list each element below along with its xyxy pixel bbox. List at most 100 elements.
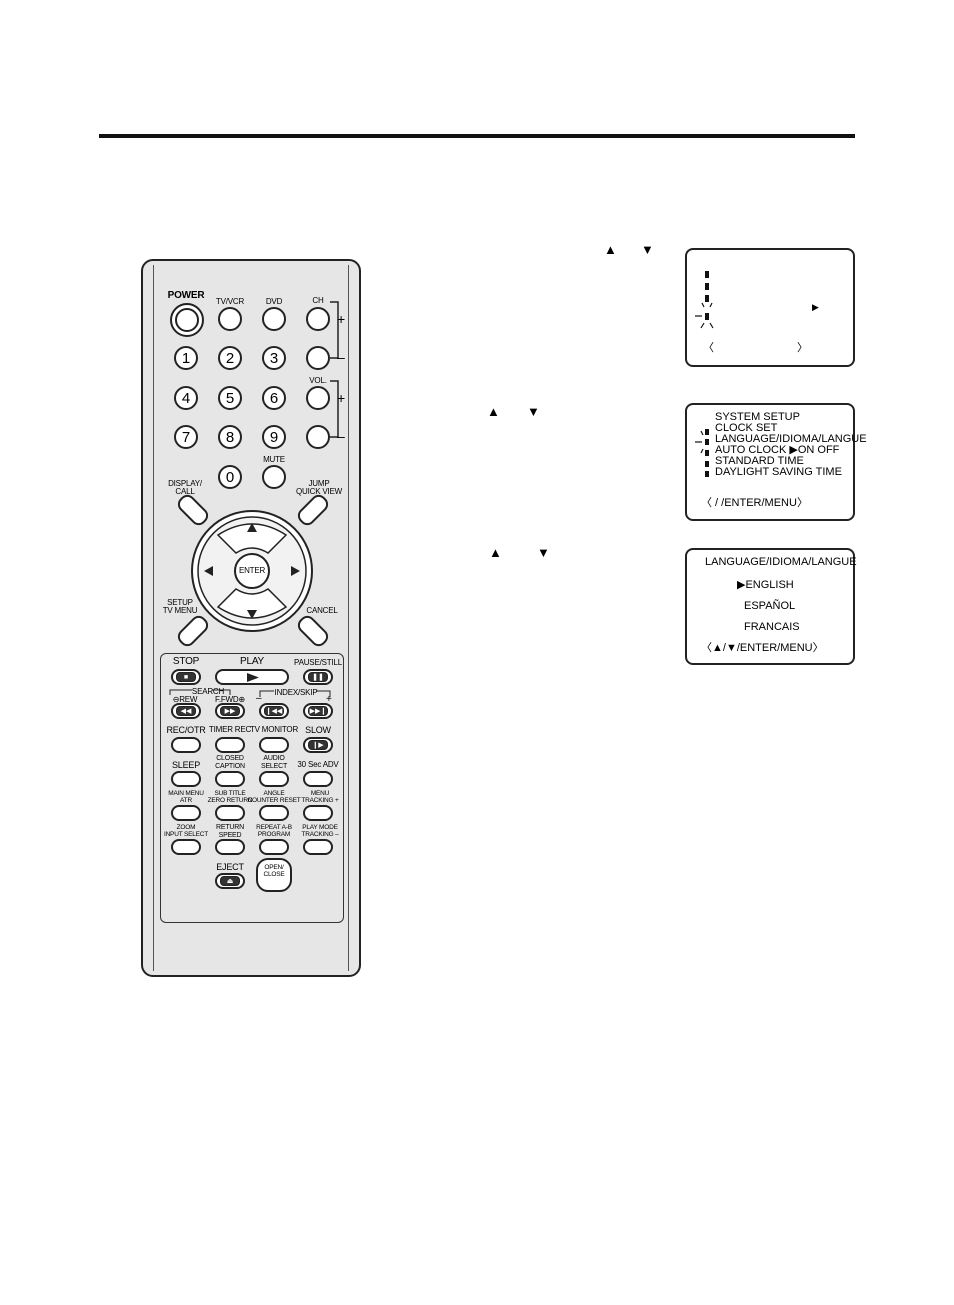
svg-text:+: + (326, 694, 332, 703)
display-call-label: DISPLAY/ CALL (168, 479, 202, 496)
screen2-item-clock-set: CLOCK SET (715, 422, 778, 434)
play-icon (247, 673, 259, 682)
digit-7-button[interactable]: 7 (174, 425, 198, 449)
mute-label: MUTE (263, 455, 285, 464)
mute-button[interactable] (262, 465, 286, 489)
dvd-button[interactable] (262, 307, 286, 331)
vol-up-button[interactable] (306, 386, 330, 410)
ch-label: CH (312, 296, 324, 305)
tv-vcr-button[interactable] (218, 307, 242, 331)
sub-title-label: SUB TITLE ZERO RETURN (207, 790, 253, 804)
osd-screen-2: SYSTEM SETUP CLOCK SET LANGUAGE/IDIOMA/L… (685, 403, 867, 521)
screen3-option-francais: FRANCAIS (744, 621, 800, 633)
audio-select-label: AUDIO SELECT (260, 755, 288, 770)
sleep-button[interactable] (171, 771, 201, 787)
svg-text:–: – (337, 428, 345, 444)
skip-forward-button[interactable]: ▶▶❙ (303, 703, 333, 719)
skip-back-button[interactable]: ❙◀◀ (259, 703, 289, 719)
slow-label: SLOW (305, 725, 331, 735)
screen1-bracket-left: 〈 (703, 342, 714, 354)
open-close-label: OPEN/ CLOSE (263, 864, 285, 878)
30sec-adv-button[interactable] (303, 771, 333, 787)
pause-still-label: PAUSE/STILL (294, 658, 342, 667)
screen2-item-auto-clock: AUTO CLOCK ▶ON OFF (715, 444, 840, 456)
remote-body (153, 265, 349, 971)
ch-bracket-icon: + – (330, 301, 345, 365)
sleep-label: SLEEP (171, 760, 201, 770)
vol-label: VOL. (309, 376, 327, 385)
return-speed-button[interactable] (215, 839, 245, 855)
ch-down-button[interactable] (306, 346, 330, 370)
vol-down-button[interactable] (306, 425, 330, 449)
digit-5-button[interactable]: 5 (218, 386, 242, 410)
stop-label: STOP (172, 656, 200, 667)
rec-otr-label: REC/OTR (166, 725, 206, 735)
screen2-item-daylight-saving: DAYLIGHT SAVING TIME (715, 466, 842, 478)
angle-label: ANGLE COUNTER RESET (247, 790, 301, 804)
dvd-label: DVD (265, 297, 283, 306)
screen3-footer: 〈▲/▼/ENTER/MENU〉 (701, 642, 824, 654)
eject-label: EJECT (216, 862, 244, 872)
step3-up-arrow-icon: ▲ (489, 545, 502, 560)
zoom-button[interactable] (171, 839, 201, 855)
digit-9-button[interactable]: 9 (262, 425, 286, 449)
screen2-title: SYSTEM SETUP (715, 411, 800, 423)
enter-label[interactable]: ENTER (238, 566, 266, 575)
power-label: POWER (167, 290, 205, 301)
search-bracket-icon (169, 689, 231, 695)
ch-up-button[interactable] (306, 307, 330, 331)
digit-3-button[interactable]: 3 (262, 346, 286, 370)
rec-otr-button[interactable] (171, 737, 201, 753)
cancel-label: CANCEL (306, 606, 338, 615)
play-label: PLAY (239, 656, 265, 667)
eject-button[interactable]: ⏏ (215, 873, 245, 889)
main-menu-button[interactable] (171, 805, 201, 821)
digit-6-button[interactable]: 6 (262, 386, 286, 410)
angle-button[interactable] (259, 805, 289, 821)
stop-button[interactable]: ■ (171, 669, 201, 685)
step1-down-arrow-icon: ▼ (641, 242, 654, 257)
step2-down-arrow-icon: ▼ (527, 404, 540, 419)
play-button[interactable] (215, 669, 289, 685)
ffwd-button[interactable]: ▶▶ (215, 703, 245, 719)
pause-still-button[interactable]: ❚❚ (303, 669, 333, 685)
digit-1-button[interactable]: 1 (174, 346, 198, 370)
zoom-label: ZOOM INPUT SELECT (163, 824, 209, 838)
digit-4-button[interactable]: 4 (174, 386, 198, 410)
digit-2-button[interactable]: 2 (218, 346, 242, 370)
slow-button[interactable]: ❙▶ (303, 737, 333, 753)
digit-8-button[interactable]: 8 (218, 425, 242, 449)
menu-tracking-button[interactable] (303, 805, 333, 821)
timer-rec-button[interactable] (215, 737, 245, 753)
screen1-cursor-icon: ▶ (812, 302, 819, 312)
power-button[interactable] (170, 303, 204, 337)
svg-text:–: – (256, 693, 262, 703)
sub-title-button[interactable] (215, 805, 245, 821)
screen2-markers-icon (695, 429, 709, 477)
repeat-button[interactable] (259, 839, 289, 855)
tv-vcr-label: TV/VCR (215, 297, 245, 306)
osd-screen-3: LANGUAGE/IDIOMA/LANGUE ▶ENGLISH ESPAÑOL … (685, 548, 857, 665)
transport-panel (160, 653, 344, 923)
step1-up-arrow-icon: ▲ (604, 242, 617, 257)
closed-caption-button[interactable] (215, 771, 245, 787)
step2-up-arrow-icon: ▲ (487, 404, 500, 419)
rew-button[interactable]: ◀◀ (171, 703, 201, 719)
screen3-title: LANGUAGE/IDIOMA/LANGUE (705, 556, 857, 568)
screen1-bracket-right: 〉 (797, 342, 808, 354)
digit-0-button[interactable]: 0 (218, 465, 242, 489)
svg-text:+: + (337, 311, 345, 327)
navigation-pad (191, 510, 313, 632)
menu-tracking-label: MENU TRACKING + (301, 790, 339, 804)
open-close-button[interactable]: OPEN/ CLOSE (256, 858, 292, 892)
menu-markers-icon (695, 271, 714, 329)
audio-select-button[interactable] (259, 771, 289, 787)
screen2-footer: 〈 / /ENTER/MENU〉 (701, 497, 808, 509)
index-bracket-icon: – + (256, 690, 332, 703)
30sec-adv-label: 30 Sec ADV (297, 760, 339, 769)
play-mode-button[interactable] (303, 839, 333, 855)
jump-label: JUMP QUICK VIEW (295, 479, 343, 496)
screen2-item-standard-time: STANDARD TIME (715, 455, 804, 467)
header-rule (99, 134, 855, 138)
tv-monitor-button[interactable] (259, 737, 289, 753)
